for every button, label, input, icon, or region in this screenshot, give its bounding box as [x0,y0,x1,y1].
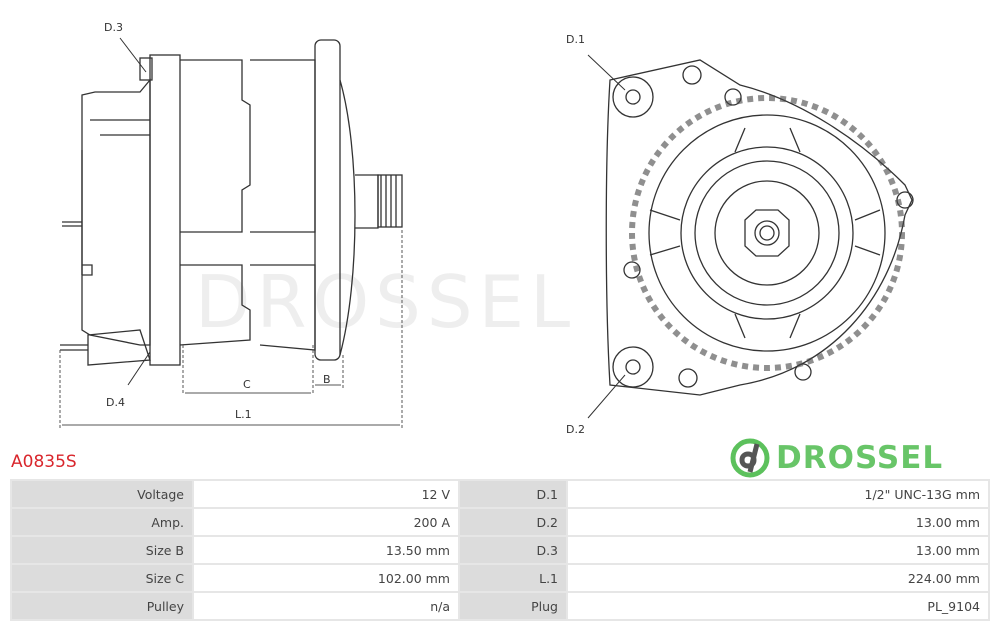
spec-label: D.1 [460,481,566,507]
spec-label: Voltage [12,481,192,507]
logo-text: DROSSEL [776,440,944,476]
spec-value: n/a [194,593,458,619]
spec-label: Plug [460,593,566,619]
table-row: Size C 102.00 mm L.1 224.00 mm [12,565,988,591]
spec-value: 13.50 mm [194,537,458,563]
spec-value: 13.00 mm [568,509,988,535]
watermark: DROSSEL [195,260,577,344]
spec-value: 1/2" UNC-13G mm [568,481,988,507]
spec-label: L.1 [460,565,566,591]
drossel-logo-icon [730,438,770,478]
side-view [59,37,403,428]
spec-value: 224.00 mm [568,565,988,591]
label-d2: D.2 [566,423,585,436]
label-b: B [323,373,331,386]
alternator-drawing: D.3 D.4 C B L.1 D.1 D.2 [59,21,914,436]
table-row: Amp. 200 A D.2 13.00 mm [12,509,988,535]
spec-label: Pulley [12,593,192,619]
spec-value: 102.00 mm [194,565,458,591]
table-row: Pulley n/a Plug PL_9104 [12,593,988,619]
spec-label: Size B [12,537,192,563]
spec-label: Size C [12,565,192,591]
label-c: C [243,378,251,391]
spec-value: 12 V [194,481,458,507]
front-view [587,54,914,419]
table-row: Voltage 12 V D.1 1/2" UNC-13G mm [12,481,988,507]
part-number-title: A0835S [11,452,77,472]
label-d4: D.4 [106,396,125,409]
label-d3: D.3 [104,21,123,34]
drossel-logo: DROSSEL [730,438,943,478]
label-l1: L.1 [235,408,252,421]
specs-table: Voltage 12 V D.1 1/2" UNC-13G mm Amp. 20… [10,479,990,621]
spec-value: PL_9104 [568,593,988,619]
spec-value: 200 A [194,509,458,535]
label-d1: D.1 [566,33,585,46]
spec-value: 13.00 mm [568,537,988,563]
spec-label: D.3 [460,537,566,563]
spec-label: D.2 [460,509,566,535]
spec-label: Amp. [12,509,192,535]
table-row: Size B 13.50 mm D.3 13.00 mm [12,537,988,563]
